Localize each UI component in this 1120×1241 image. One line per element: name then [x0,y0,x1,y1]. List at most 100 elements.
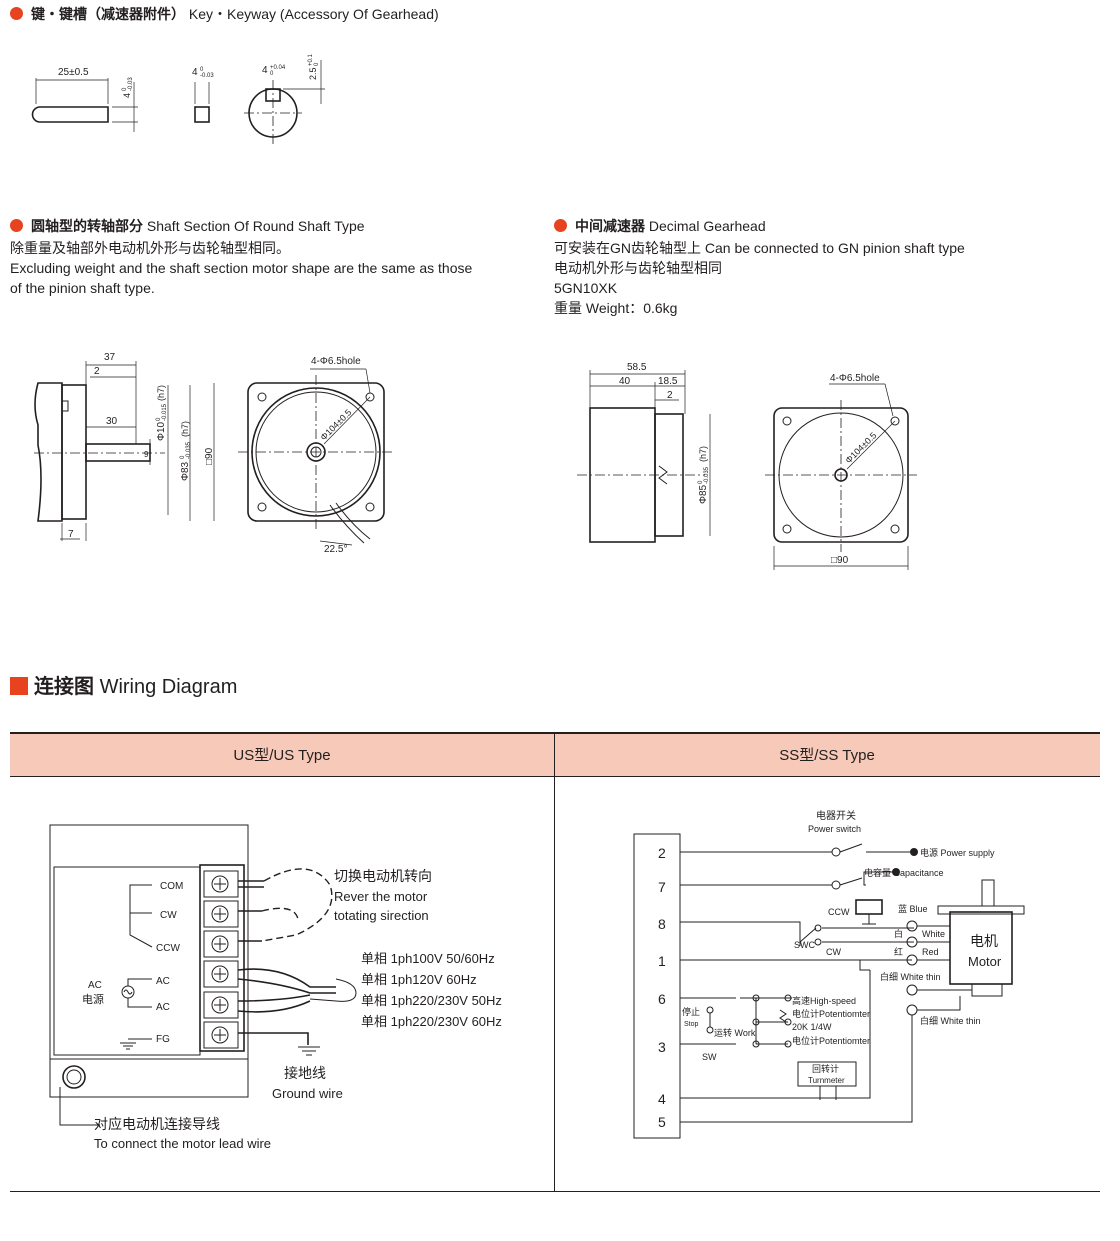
square-bullet-icon [10,677,28,695]
key-drawing: 25±0.5 4 0 -0.03 4 0 -0.03 4 +0.04 0 2.5… [31,53,325,144]
svg-text:(h7): (h7) [180,421,190,437]
svg-text:CCW: CCW [156,943,180,954]
svg-text:7: 7 [658,879,666,895]
table-header-band [10,734,1100,776]
svg-text:3: 3 [658,1039,666,1055]
svg-text:-0.035: -0.035 [704,466,710,484]
round-shaft-heading-en: Shaft Section Of Round Shaft Type [146,218,365,234]
svg-text:白: 白 [894,928,903,939]
svg-text:30: 30 [106,416,118,427]
key-height-label: 4 [122,93,132,98]
svg-text:Power switch: Power switch [808,824,861,834]
decimal-heading-cn: 中间减速器 [575,218,645,234]
svg-text:蓝 Blue: 蓝 Blue [898,903,928,914]
svg-text:电器开关: 电器开关 [816,809,856,822]
ss-wiring-diagram: 2 7 8 1 6 3 4 5 电器开关 Power switch 电源 Pow… [633,809,1025,1139]
svg-text:电位计Potentiomter: 电位计Potentiomter [792,1035,870,1046]
svg-text:接地线: 接地线 [284,1065,326,1081]
svg-text:0: 0 [122,87,128,91]
svg-text:4-Φ6.5hole: 4-Φ6.5hole [830,373,880,384]
key-side-outline [31,106,109,123]
key-end-outline [194,106,210,123]
svg-text:电机: 电机 [970,933,998,949]
key-width-label: 4 [192,67,198,78]
svg-text:白细 White thin: 白细 White thin [920,1015,981,1026]
svg-text:停止: 停止 [682,1006,700,1017]
svg-text:0: 0 [270,71,274,77]
svg-text:Rever the motor: Rever the motor [334,889,428,904]
svg-text:-0.03: -0.03 [200,73,214,79]
lead-wire-port [62,1065,86,1089]
svg-text:2: 2 [667,390,673,401]
svg-text:单相 1ph220/230V 50Hz: 单相 1ph220/230V 50Hz [361,993,502,1008]
decimal-gearhead-text: 可安装在GN齿轮轴型上 Can be connected to GN pinio… [554,240,965,316]
svg-text:高速High-speed: 高速High-speed [792,995,856,1006]
svg-text:Φ104±0.5: Φ104±0.5 [843,430,878,465]
table-bottom-rule [10,1191,1100,1192]
svg-text:AC: AC [156,976,170,987]
bullet-icon [10,219,23,232]
svg-text:AC: AC [88,980,102,991]
svg-text:Φ104±0.5: Φ104±0.5 [318,407,353,442]
svg-text:18.5: 18.5 [658,376,678,387]
ss-type-header: SS型/SS Type [779,747,875,764]
svg-text:电源: 电源 [82,992,104,1006]
key-heading-en: Key・Keyway (Accessory Of Gearhead) [188,6,439,22]
svg-text:To connect the motor lead wire: To connect the motor lead wire [94,1136,271,1151]
svg-text:2: 2 [658,845,666,861]
decimal-heading-en: Decimal Gearhead [648,218,766,234]
bullet-icon [10,7,23,20]
round-shaft-drawing: 37 2 30 9 7 Φ10 0 -0.015 (h7) Φ83 0 -0.0… [34,352,394,555]
svg-text:totating sirection: totating sirection [334,908,429,923]
svg-text:37: 37 [104,352,116,363]
svg-text:单相 1ph120V 60Hz: 单相 1ph120V 60Hz [361,972,477,987]
svg-text:+0.1: +0.1 [308,53,314,66]
terminal-screws [203,870,239,1049]
svg-text:FG: FG [156,1034,170,1045]
svg-text:对应电动机连接导线: 对应电动机连接导线 [94,1116,220,1132]
terminal-block [199,864,245,1052]
table-top-rule [10,732,1100,734]
round-shaft-heading: 圆轴型的转轴部分 Shaft Section Of Round Shaft Ty… [10,216,365,236]
bullet-icon [554,219,567,232]
key-length-label: 25±0.5 [58,67,89,78]
svg-text:4-Φ6.5hole: 4-Φ6.5hole [311,356,361,367]
svg-text:1: 1 [658,953,666,969]
svg-text:-0.03: -0.03 [128,77,134,91]
svg-text:AC: AC [156,1002,170,1013]
svg-text:Stop: Stop [684,1021,699,1028]
ss-connector-block [633,833,681,1139]
svg-text:2: 2 [94,366,100,377]
svg-text:Red: Red [922,947,939,957]
svg-text:Φ85: Φ85 [698,484,709,504]
svg-text:Φ10: Φ10 [156,421,167,441]
round-shaft-text: 除重量及轴部外电动机外形与齿轮轴型相同。 Excluding weight an… [10,240,473,296]
slot-width-label: 4 [262,65,268,76]
svg-text:0: 0 [180,455,186,459]
table-divider [554,734,555,1192]
svg-text:CW: CW [826,947,841,957]
wiring-title: 连接图 Wiring Diagram [10,670,237,699]
svg-text:7: 7 [68,529,74,540]
svg-text:+0.04: +0.04 [270,65,286,71]
svg-text:□90: □90 [204,447,215,465]
decimal-gearhead-heading: 中间减速器 Decimal Gearhead [554,216,766,236]
svg-text:0: 0 [698,480,704,484]
svg-text:CCW: CCW [828,907,850,917]
flange-side [61,384,87,520]
round-shaft-heading-cn: 圆轴型的转轴部分 [31,218,143,234]
svg-text:8: 8 [658,916,666,932]
shaft-side [85,443,151,462]
svg-text:红: 红 [894,946,903,957]
us-wiring-diagram: COM CW CCW AC AC FG AC 电源 切换电动机转向 Rever … [49,824,502,1151]
svg-text:切换电动机转向: 切换电动机转向 [334,868,432,884]
svg-text:6: 6 [658,991,666,1007]
capacitor [855,899,883,915]
svg-text:(h7): (h7) [698,446,708,462]
svg-text:-0.015: -0.015 [162,403,168,421]
svg-text:SWC: SWC [794,940,815,950]
svg-text:0: 0 [200,67,204,73]
svg-text:58.5: 58.5 [627,362,647,373]
svg-text:(h7): (h7) [156,385,166,401]
svg-text:Turnmeter: Turnmeter [808,1076,845,1085]
